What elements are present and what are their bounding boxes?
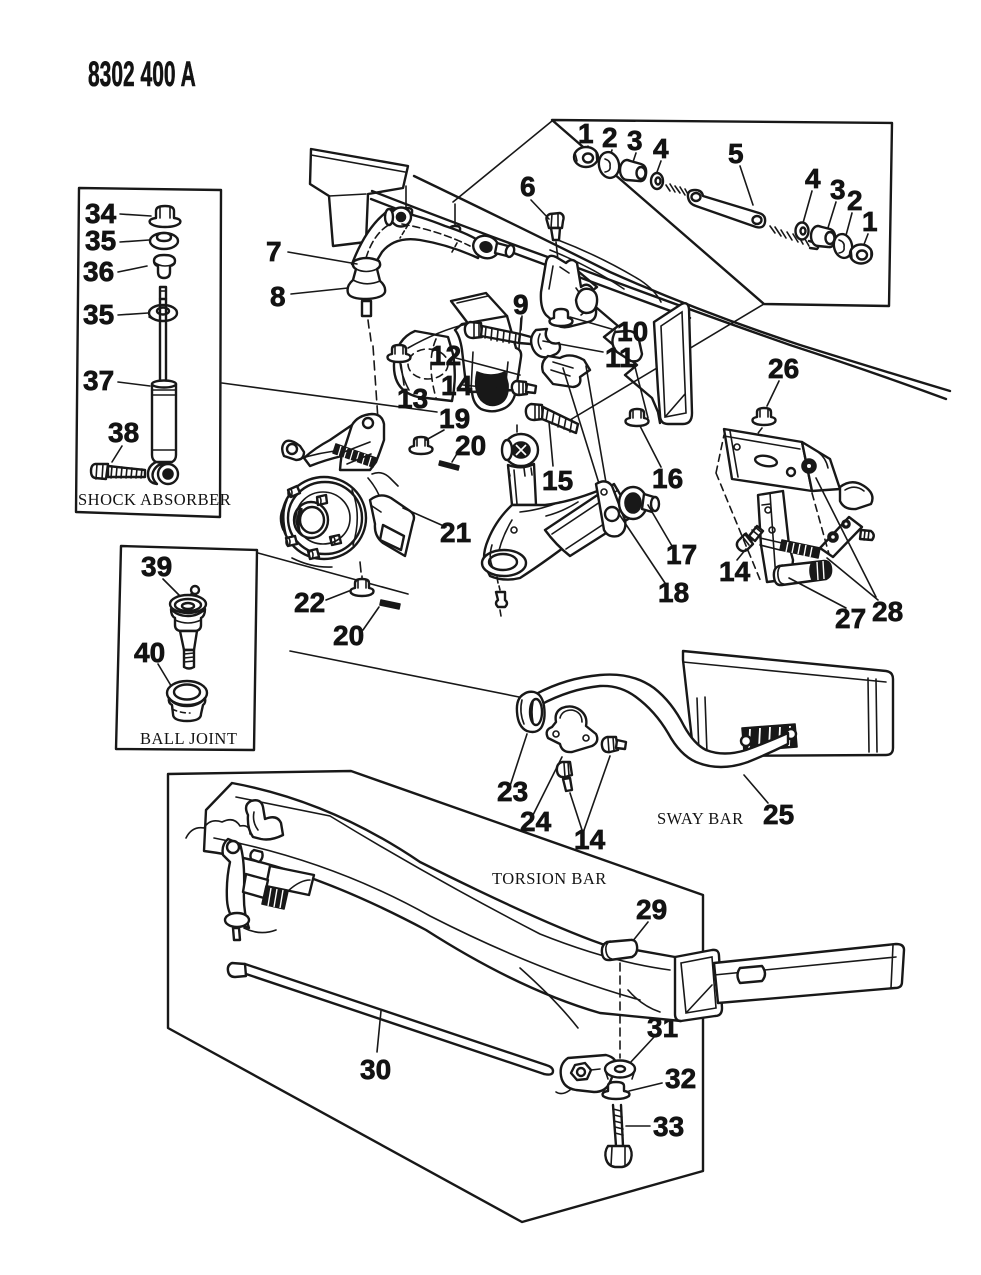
svg-text:2: 2: [847, 185, 863, 216]
svg-text:17: 17: [666, 539, 697, 570]
svg-text:32: 32: [665, 1063, 696, 1094]
svg-text:23: 23: [497, 776, 528, 807]
svg-text:2: 2: [602, 122, 618, 153]
svg-text:28: 28: [872, 596, 903, 627]
svg-text:35: 35: [85, 225, 116, 256]
svg-text:14: 14: [574, 824, 606, 855]
svg-text:9: 9: [513, 289, 529, 320]
svg-text:1: 1: [862, 206, 878, 237]
svg-text:SWAY BAR: SWAY BAR: [657, 809, 744, 828]
svg-text:5: 5: [728, 138, 744, 169]
svg-text:21: 21: [440, 517, 471, 548]
svg-text:22: 22: [294, 587, 325, 618]
svg-text:8302 400 A: 8302 400 A: [88, 56, 196, 95]
svg-text:37: 37: [83, 365, 114, 396]
svg-text:20: 20: [455, 430, 486, 461]
svg-text:20: 20: [333, 620, 364, 651]
svg-text:SHOCK ABSORBER: SHOCK ABSORBER: [78, 490, 231, 509]
svg-text:11: 11: [605, 342, 635, 373]
svg-text:TORSION BAR: TORSION BAR: [492, 869, 607, 888]
svg-text:14: 14: [719, 556, 751, 587]
svg-text:7: 7: [266, 236, 282, 267]
svg-text:13: 13: [397, 383, 428, 414]
svg-text:10: 10: [617, 316, 648, 347]
svg-text:4: 4: [805, 163, 821, 194]
svg-text:40: 40: [134, 637, 165, 668]
svg-text:33: 33: [653, 1111, 684, 1142]
svg-text:4: 4: [653, 133, 669, 164]
svg-text:35: 35: [83, 299, 114, 330]
svg-text:15: 15: [542, 465, 573, 496]
svg-text:27: 27: [835, 603, 866, 634]
svg-text:1: 1: [578, 118, 594, 149]
svg-text:6: 6: [520, 171, 536, 202]
svg-text:BALL JOINT: BALL JOINT: [140, 729, 237, 748]
svg-text:25: 25: [763, 799, 794, 830]
svg-text:8: 8: [270, 281, 286, 312]
svg-text:3: 3: [627, 125, 643, 156]
svg-text:36: 36: [83, 256, 114, 287]
svg-text:12: 12: [430, 340, 461, 371]
svg-text:26: 26: [768, 353, 799, 384]
svg-text:18: 18: [658, 577, 689, 608]
svg-text:39: 39: [141, 551, 172, 582]
svg-text:30: 30: [360, 1054, 391, 1085]
svg-text:14: 14: [441, 370, 473, 401]
svg-text:19: 19: [439, 403, 470, 434]
svg-text:38: 38: [108, 417, 139, 448]
svg-text:16: 16: [652, 463, 683, 494]
svg-text:3: 3: [830, 174, 846, 205]
svg-text:24: 24: [520, 806, 552, 837]
svg-text:34: 34: [85, 198, 117, 229]
svg-text:29: 29: [636, 894, 667, 925]
